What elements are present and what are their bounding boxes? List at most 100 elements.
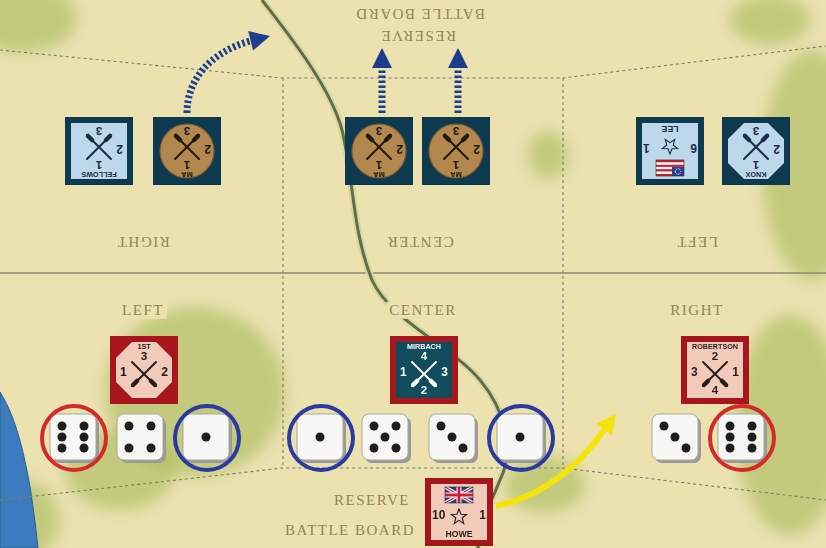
result-ring bbox=[42, 406, 106, 470]
counter-face bbox=[160, 124, 214, 178]
strength-number: 3 bbox=[691, 366, 698, 378]
river bbox=[262, 0, 507, 548]
woods bbox=[0, 0, 77, 53]
die-pip bbox=[381, 433, 390, 442]
musket-symbol bbox=[463, 136, 467, 140]
unit-counter: 123FELLOWS bbox=[65, 117, 133, 185]
die-pip bbox=[748, 444, 757, 453]
die-pip bbox=[671, 433, 680, 442]
counter-frame bbox=[636, 117, 704, 185]
strength-number: 3 bbox=[71, 124, 127, 136]
strength-number: 1 bbox=[479, 509, 486, 521]
counter-frame bbox=[722, 117, 790, 185]
unit-counter: 123MA bbox=[345, 117, 413, 185]
counter-face bbox=[116, 342, 172, 398]
board-label: RESERVE bbox=[377, 28, 459, 45]
die bbox=[497, 414, 543, 460]
counter-art bbox=[431, 484, 487, 540]
musket-symbol bbox=[412, 362, 436, 386]
musket-symbol bbox=[444, 135, 468, 159]
counter-art bbox=[352, 124, 406, 178]
strength-number: 3 bbox=[159, 124, 215, 136]
counter-face bbox=[352, 124, 406, 178]
counter-frame bbox=[681, 336, 749, 404]
strength-number: 1 bbox=[400, 366, 407, 378]
strength-number: 10 bbox=[432, 509, 445, 521]
unit-counter: 123KNOX bbox=[722, 117, 790, 185]
leader-counter: 10 1HOWE bbox=[425, 478, 493, 546]
move-arrow bbox=[379, 68, 386, 113]
counter-frame bbox=[153, 117, 221, 185]
die bbox=[50, 414, 96, 460]
strength-number: 3 bbox=[728, 124, 784, 136]
die-pip bbox=[58, 433, 67, 442]
counter-art bbox=[116, 342, 172, 398]
flag bbox=[675, 169, 681, 175]
die-pip bbox=[80, 422, 89, 431]
board-label: CENTER bbox=[386, 302, 459, 319]
unit-name: MIRBACH bbox=[396, 343, 452, 350]
counter-face bbox=[429, 124, 483, 178]
musket-symbol bbox=[413, 381, 417, 385]
die-pip bbox=[392, 422, 401, 431]
musket-symbol bbox=[431, 381, 435, 385]
board-label: BATTLE BOARD bbox=[352, 6, 488, 23]
die bbox=[297, 414, 346, 463]
flag bbox=[445, 487, 473, 503]
musket-symbol bbox=[132, 362, 156, 386]
counter-frame bbox=[110, 336, 178, 404]
strength-number: 2 bbox=[687, 351, 743, 363]
strength-number: 1 bbox=[732, 366, 739, 378]
die-pip bbox=[125, 444, 134, 453]
unit-counter: 3121ST bbox=[110, 336, 178, 404]
die-pip bbox=[726, 444, 735, 453]
musket-symbol bbox=[703, 362, 727, 386]
counter-frame bbox=[345, 117, 413, 185]
die-pip bbox=[58, 444, 67, 453]
musket-symbol bbox=[106, 136, 110, 140]
die bbox=[652, 414, 701, 463]
musket-symbol bbox=[367, 135, 391, 159]
musket-symbol bbox=[175, 135, 199, 159]
flag bbox=[445, 487, 473, 503]
move-arrow bbox=[187, 31, 616, 506]
musket-symbol bbox=[744, 135, 768, 159]
move-arrow bbox=[187, 41, 250, 113]
result-ring bbox=[175, 406, 239, 470]
flag bbox=[672, 167, 684, 176]
region-lines bbox=[0, 46, 826, 500]
strength-number: 3 bbox=[351, 124, 407, 136]
die-pip bbox=[459, 444, 468, 453]
musket-symbol bbox=[745, 136, 749, 140]
dice bbox=[50, 414, 767, 463]
board-label: BATTLE BOARD bbox=[282, 522, 418, 539]
board-label: RESERVE bbox=[331, 492, 413, 509]
die-pip bbox=[448, 433, 457, 442]
die-pip bbox=[660, 422, 669, 431]
musket-symbol bbox=[386, 136, 390, 140]
leader-counter: 61LEE bbox=[636, 117, 704, 185]
counter-art bbox=[728, 123, 784, 179]
water bbox=[0, 392, 38, 548]
die bbox=[362, 414, 408, 460]
counter-face bbox=[396, 342, 452, 398]
musket-symbol bbox=[132, 362, 156, 386]
musket-symbol bbox=[722, 381, 726, 385]
unit-name: HOWE bbox=[431, 530, 487, 539]
musket-symbol bbox=[175, 135, 199, 159]
die bbox=[183, 414, 229, 460]
strength-number: 4 bbox=[396, 351, 452, 363]
strength-number: 3 bbox=[116, 351, 172, 363]
die-pip bbox=[516, 433, 525, 442]
move-arrow bbox=[455, 68, 462, 113]
musket-symbol bbox=[87, 135, 111, 159]
unit-counter: 123MA bbox=[422, 117, 490, 185]
musket-symbol bbox=[367, 135, 391, 159]
musket-symbol bbox=[88, 136, 92, 140]
counter-face bbox=[728, 123, 784, 179]
unit-name: FELLOWS bbox=[71, 171, 127, 178]
die-pip bbox=[437, 422, 446, 431]
strength-number: 2 bbox=[396, 385, 452, 397]
die-pip bbox=[147, 422, 156, 431]
strength-number: 2 bbox=[773, 143, 780, 155]
